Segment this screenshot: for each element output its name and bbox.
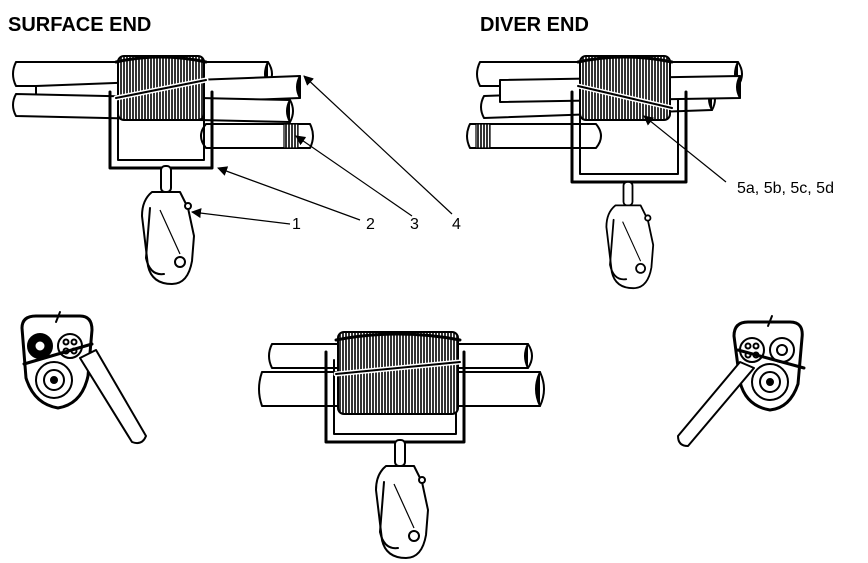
callout-4: 4 (452, 216, 461, 233)
diver-end-heading: DIVER END (480, 14, 589, 36)
callout-5-leader (643, 115, 727, 183)
clamp-detail-view (258, 331, 545, 559)
diver-end-assembly (466, 55, 743, 290)
callout-1: 1 (292, 216, 301, 233)
callout-3: 3 (410, 216, 419, 233)
surface-end-heading: SURFACE END (8, 14, 151, 36)
surface-end-assembly (12, 55, 314, 285)
callout-5: 5a, 5b, 5c, 5d (737, 180, 834, 197)
surface-callout-leaders (191, 75, 453, 225)
callout-2: 2 (366, 216, 375, 233)
diver-cross-section (677, 315, 806, 447)
surface-cross-section (20, 311, 147, 445)
